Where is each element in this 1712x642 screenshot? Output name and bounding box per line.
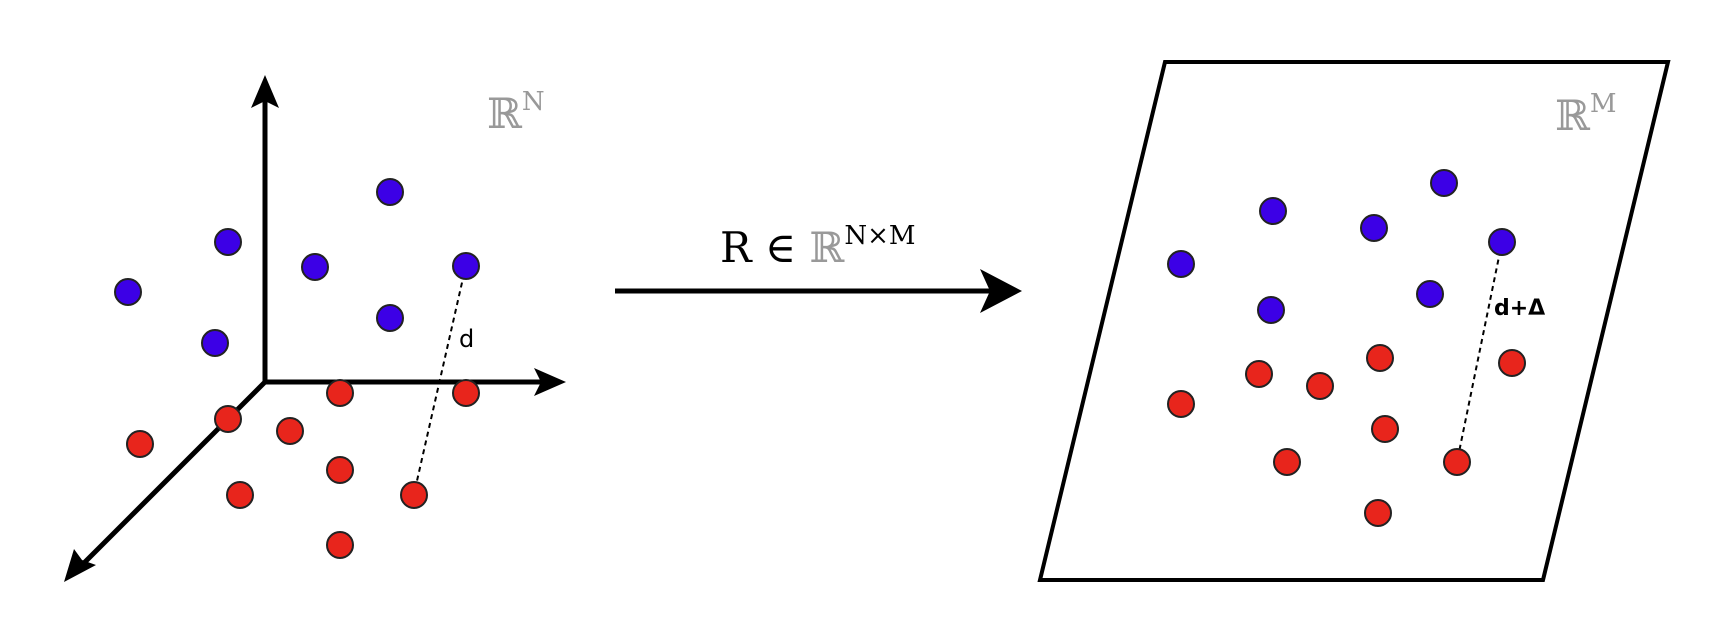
- point-class-a: [1259, 197, 1287, 225]
- point-class-b: [1364, 499, 1392, 527]
- point-class-a: [376, 178, 404, 206]
- point-class-b: [326, 531, 354, 559]
- point-class-b: [1498, 349, 1526, 377]
- projection-label: R ∈ ℝN×M: [720, 221, 916, 272]
- point-class-a: [1167, 250, 1195, 278]
- projection-arrow: [615, 269, 1022, 313]
- point-class-a: [1257, 296, 1285, 324]
- point-class-b: [1167, 390, 1195, 418]
- point-class-b: [226, 481, 254, 509]
- point-class-a: [1430, 169, 1458, 197]
- right-class-b-points: [1167, 344, 1526, 527]
- left-class-a-points: [114, 178, 480, 357]
- point-class-a: [376, 304, 404, 332]
- point-class-a: [114, 278, 142, 306]
- point-class-b: [1371, 415, 1399, 443]
- original-distance-label: d: [459, 325, 474, 353]
- y-axis-arrowhead: [251, 75, 279, 108]
- point-class-b: [326, 456, 354, 484]
- projected-distance-line: [1456, 241, 1503, 463]
- point-class-a: [214, 228, 242, 256]
- point-class-b: [452, 379, 480, 407]
- projected-distance-label: d+Δ: [1494, 296, 1545, 321]
- point-class-b: [276, 417, 304, 445]
- point-class-b: [1366, 344, 1394, 372]
- point-class-b: [1245, 360, 1273, 388]
- left-space-label: ℝN: [487, 87, 545, 138]
- point-class-b: [1443, 448, 1471, 476]
- point-class-b: [1273, 448, 1301, 476]
- point-class-b: [326, 379, 354, 407]
- point-class-b: [400, 481, 428, 509]
- axes-3d: [64, 75, 566, 582]
- point-class-a: [201, 329, 229, 357]
- point-class-a: [1360, 214, 1388, 242]
- z-axis-arrowhead: [64, 549, 96, 582]
- point-class-a: [1488, 228, 1516, 256]
- left-class-b-points: [126, 379, 480, 559]
- original-distance-line: [413, 264, 467, 495]
- point-class-a: [1416, 280, 1444, 308]
- projected-plane: [1037, 60, 1671, 582]
- right-class-a-points: [1167, 169, 1516, 324]
- right-space-label: ℝM: [1555, 89, 1617, 140]
- point-class-a: [301, 253, 329, 281]
- point-class-b: [126, 430, 154, 458]
- x-axis-arrowhead: [534, 368, 566, 396]
- point-class-a: [452, 252, 480, 280]
- point-class-b: [214, 405, 242, 433]
- point-class-b: [1306, 372, 1334, 400]
